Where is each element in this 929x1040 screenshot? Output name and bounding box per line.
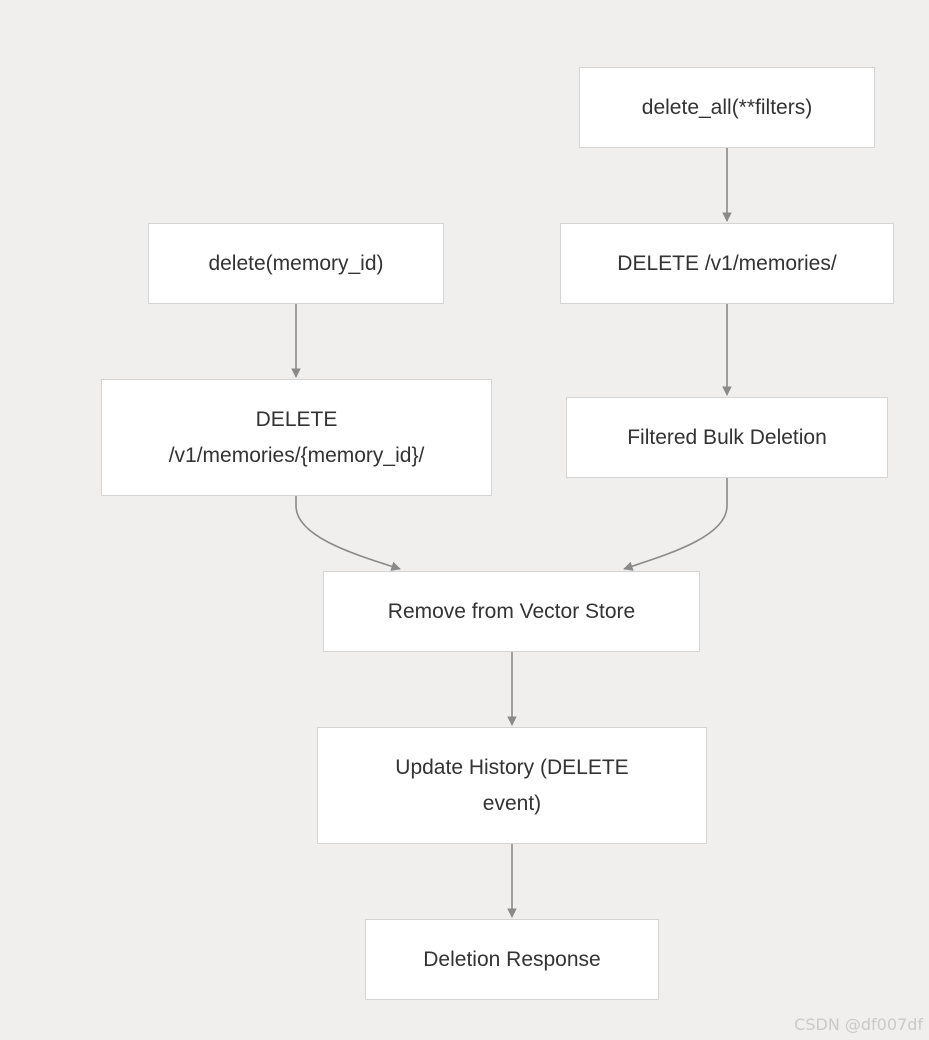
watermark: CSDN @df007df (794, 1015, 923, 1034)
node-update-history-line-2: event) (482, 791, 542, 815)
node-delete-single: delete(memory_id) (148, 223, 444, 304)
node-filtered-bulk-label: Filtered Bulk Deletion (627, 425, 827, 449)
node-delete-all: delete_all(**filters) (579, 67, 875, 148)
node-delete-all-endpoint-label: DELETE /v1/memories/ (617, 251, 837, 275)
node-update-history: Update History (DELETE event) (317, 727, 707, 844)
node-remove-vector-label: Remove from Vector Store (387, 599, 636, 623)
edge-filtered-bulk-to-remove-vector (623, 478, 728, 571)
node-delete-single-endpoint-line-1: DELETE (255, 407, 338, 431)
node-delete-single-endpoint-label: DELETE /v1/memories/{memory_id}/ (169, 402, 425, 474)
node-deletion-response-label: Deletion Response (423, 947, 601, 971)
node-delete-all-label: delete_all(**filters) (641, 95, 813, 119)
node-update-history-line-1: Update History (DELETE (395, 755, 629, 779)
edge-single-endpoint-to-remove-vector (295, 496, 401, 571)
node-delete-single-label: delete(memory_id) (208, 251, 384, 275)
node-delete-all-endpoint: DELETE /v1/memories/ (560, 223, 894, 304)
node-filtered-bulk: Filtered Bulk Deletion (566, 397, 888, 478)
node-update-history-label: Update History (DELETE event) (395, 750, 628, 822)
node-delete-single-endpoint-line-2: /v1/memories/{memory_id}/ (168, 443, 425, 467)
node-deletion-response: Deletion Response (365, 919, 659, 1000)
node-delete-single-endpoint: DELETE /v1/memories/{memory_id}/ (101, 379, 492, 496)
node-remove-vector: Remove from Vector Store (323, 571, 700, 652)
